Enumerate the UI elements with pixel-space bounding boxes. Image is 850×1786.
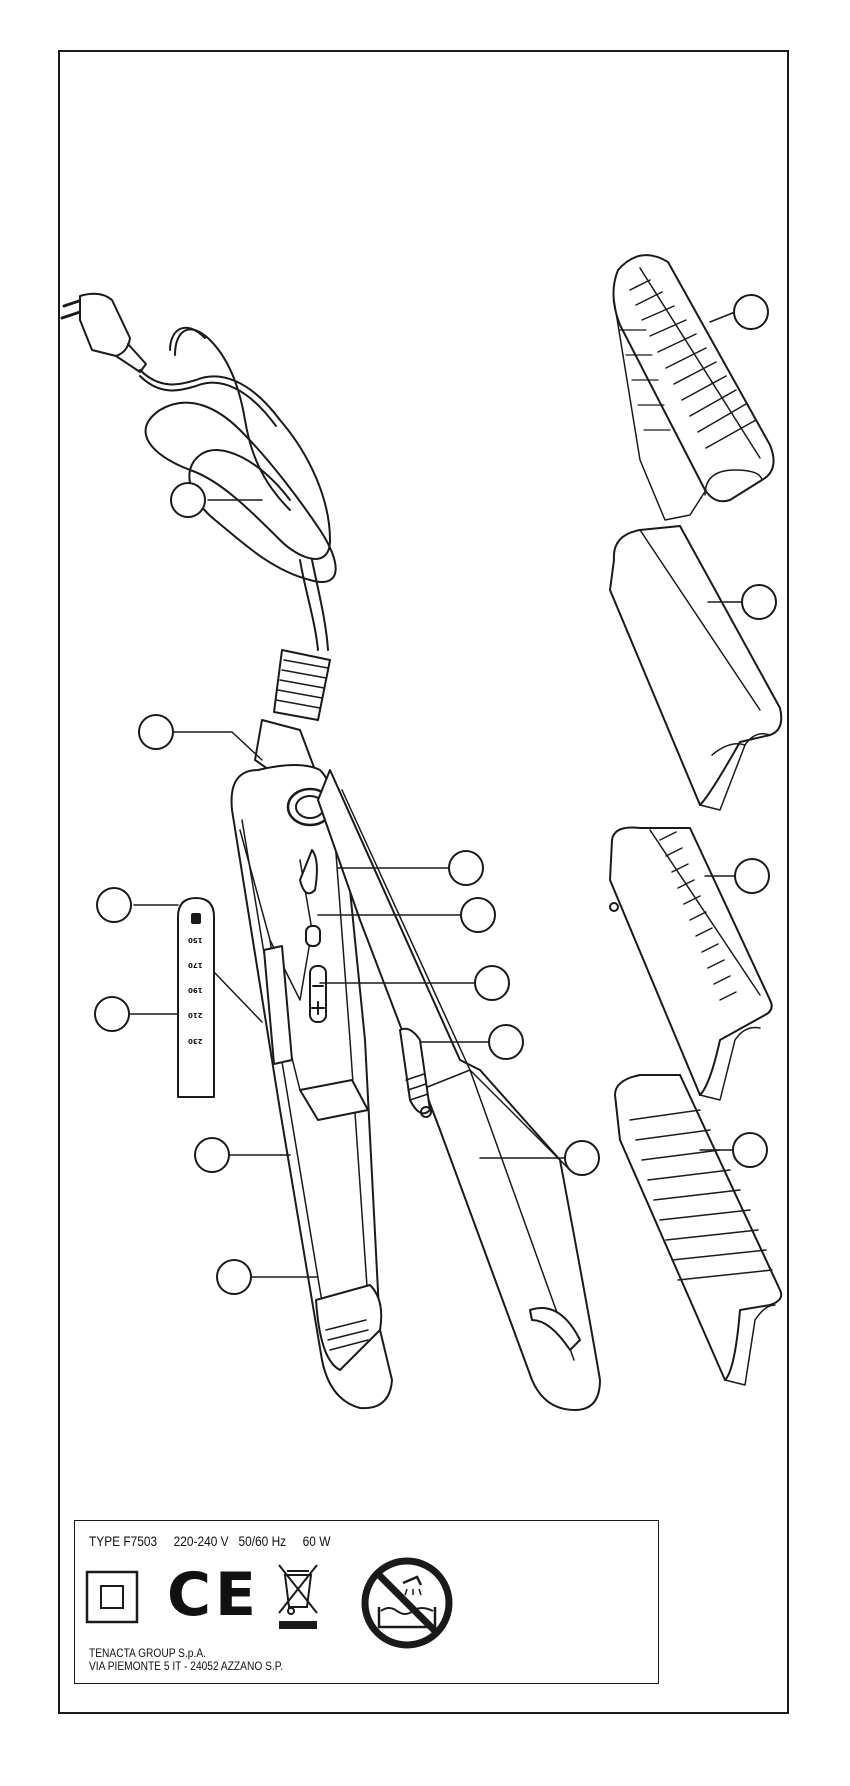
voltage: 220-240 V — [173, 1533, 229, 1549]
rating-plate: TYPE F7503 220-240 V 50/60 Hz 60 W CE TE… — [74, 1520, 659, 1684]
callout-attachment-4 — [732, 1132, 768, 1168]
power-cable — [139, 326, 337, 651]
manufacturer-address: VIA PIEMONTE 5 IT - 24052 AZZANO S.P. — [89, 1659, 284, 1673]
ce-mark-icon: CE — [167, 1560, 261, 1630]
control-buttons — [305, 925, 327, 1023]
plug-icon — [60, 292, 147, 373]
callout-lower-tip — [216, 1259, 252, 1295]
lower-arm — [230, 764, 393, 1410]
type-label: TYPE F7503 — [89, 1533, 158, 1549]
power: 60 W — [302, 1533, 331, 1549]
scale-tick-170: 170 — [188, 961, 203, 969]
manufacturer-name: TENACTA GROUP S.p.A. — [89, 1646, 206, 1660]
callout-temp-buttons — [474, 965, 510, 1001]
attachment-comb-2 — [609, 826, 773, 1101]
figure-frame — [58, 50, 789, 1714]
attachment-comb-1 — [612, 254, 775, 521]
callout-scale — [94, 996, 130, 1032]
callout-upper-arm-hinge — [448, 850, 484, 886]
lower-tip — [315, 1284, 383, 1371]
manufacturer-block: TENACTA GROUP S.p.A. VIA PIEMONTE 5 IT -… — [89, 1647, 283, 1673]
strain-relief — [273, 649, 331, 721]
callout-cable — [170, 482, 206, 518]
callout-attachment-2 — [741, 584, 777, 620]
scale-tick-150: 150 — [188, 936, 203, 944]
callout-lower-arm — [194, 1137, 230, 1173]
rating-line: TYPE F7503 220-240 V 50/60 Hz 60 W — [89, 1533, 330, 1549]
scale-tick-210: 210 — [188, 1011, 203, 1019]
weee-bin-icon — [278, 1564, 318, 1629]
no-water-icon — [361, 1557, 453, 1649]
upper-arm — [317, 769, 601, 1411]
callout-attachment-1 — [733, 294, 769, 330]
callout-upper-plate — [564, 1140, 600, 1176]
frequency: 50/60 Hz — [238, 1533, 287, 1549]
attachment-flat-plate — [609, 525, 783, 811]
callout-power-button — [138, 714, 174, 750]
scale-tick-230: 230 — [188, 1037, 203, 1045]
callout-indicator — [96, 887, 132, 923]
attachment-ridged — [614, 1074, 783, 1386]
double-insulation-icon — [85, 1570, 139, 1624]
callout-attachment-3 — [734, 858, 770, 894]
temperature-scale-strip — [177, 897, 263, 1098]
scale-tick-190: 190 — [188, 986, 203, 994]
callout-lock-button — [460, 897, 496, 933]
callout-vent — [488, 1024, 524, 1060]
